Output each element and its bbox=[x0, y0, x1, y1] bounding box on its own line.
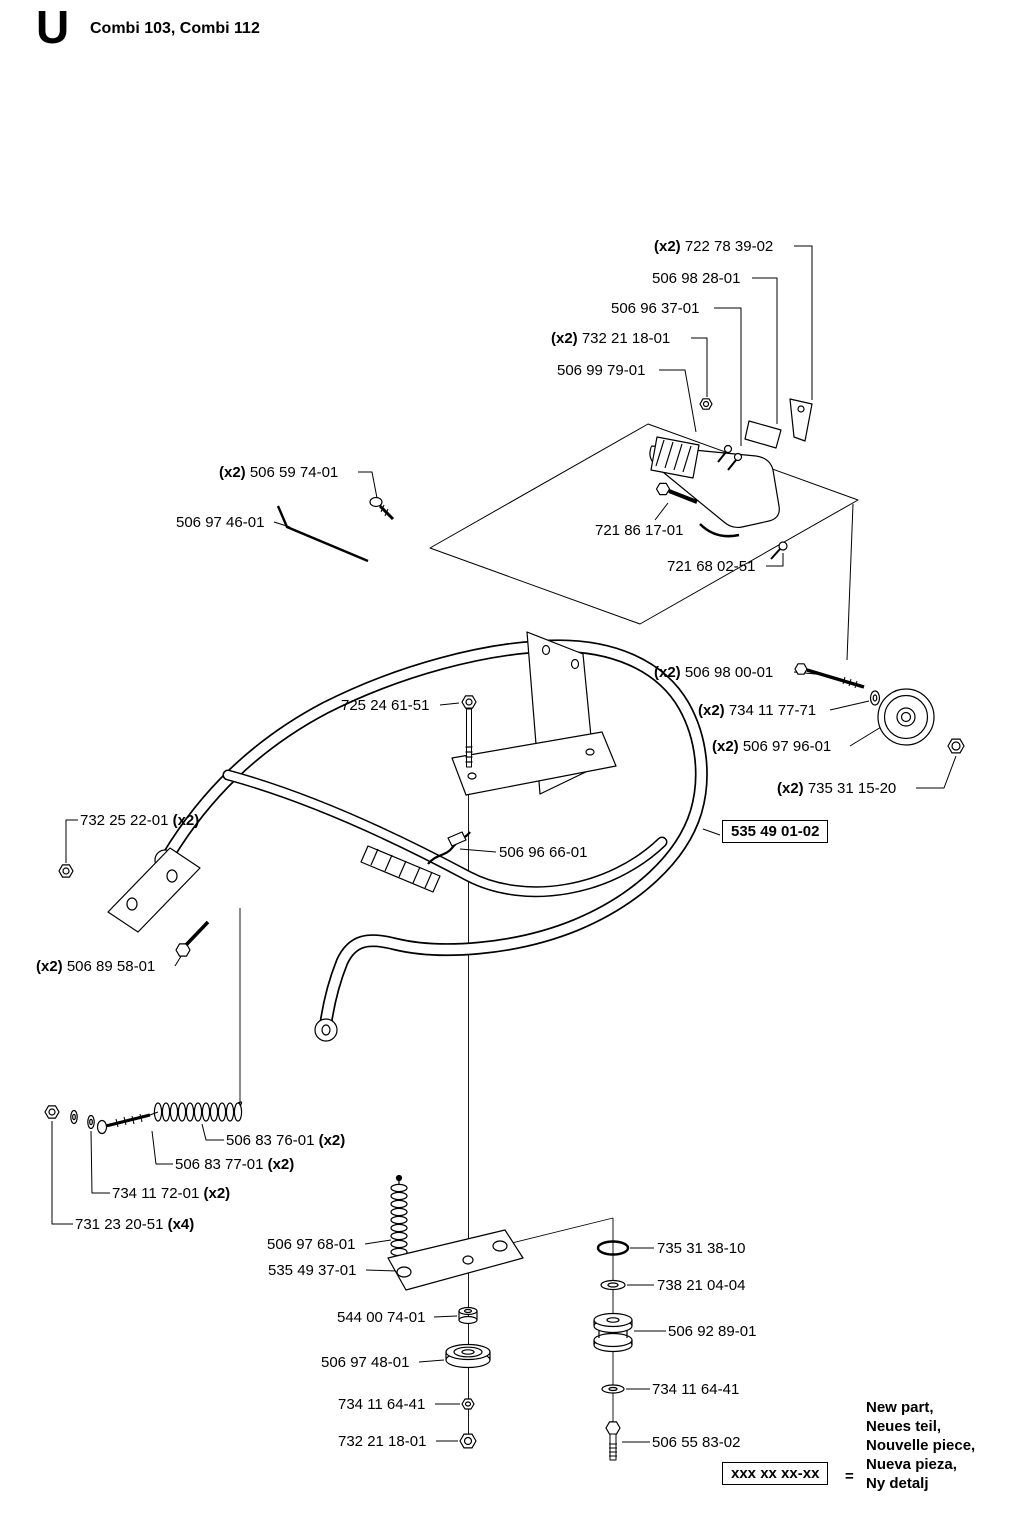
part-label-731-23-20-51: 731 23 20-51 (x4) bbox=[75, 1216, 195, 1233]
part-label-734-11-64-41-right: 734 11 64-41 bbox=[652, 1381, 740, 1398]
eye-bolt-506-83-77 bbox=[96, 1113, 151, 1135]
cable-clip-506-96-66 bbox=[427, 831, 471, 865]
part-label-506-83-76-01: 506 83 76-01 (x2) bbox=[226, 1132, 346, 1149]
handlebar bbox=[154, 639, 708, 1042]
nut-734-11-64-left bbox=[461, 1398, 475, 1410]
nut-735-31-15 bbox=[947, 738, 965, 754]
legend-placeholder-box: xxx xx xx-xx bbox=[722, 1462, 829, 1485]
screws-732-21-18 bbox=[717, 444, 743, 471]
part-label-506-55-83-02: 506 55 83-02 bbox=[652, 1434, 741, 1451]
part-label-506-99-79-01: 506 99 79-01 bbox=[557, 362, 646, 379]
screw-721-68-02 bbox=[770, 541, 788, 560]
part-label-732-25-22-01: 732 25 22-01 (x2) bbox=[80, 812, 200, 829]
part-label-506-83-77-01: 506 83 77-01 (x2) bbox=[175, 1156, 295, 1173]
nut-732-25-22 bbox=[58, 864, 74, 878]
legend-line-fr: Nouvelle piece, bbox=[866, 1437, 976, 1454]
part-label-506-96-66-01: 506 96 66-01 bbox=[499, 844, 588, 861]
washer-738-21-04 bbox=[600, 1279, 626, 1291]
part-label-506-89-58-01: (x2) 506 89 58-01 bbox=[36, 958, 156, 975]
part-label-738-21-04-04: 738 21 04-04 bbox=[657, 1277, 746, 1294]
part-label-544-00-74-01: 544 00 74-01 bbox=[337, 1309, 426, 1326]
part-label-732-21-18-01-bottom: 732 21 18-01 bbox=[338, 1433, 427, 1450]
bushing-544-00-74 bbox=[458, 1306, 478, 1325]
part-label-506-97-48-01: 506 97 48-01 bbox=[321, 1354, 410, 1371]
washers-734-11-72 bbox=[70, 1109, 95, 1130]
legend-line-de: Neues teil, bbox=[866, 1418, 942, 1435]
bolt-506-55-83 bbox=[605, 1421, 621, 1461]
throttle-rod-506-97-46 bbox=[276, 505, 369, 563]
spring-506-97-68 bbox=[390, 1174, 408, 1265]
part-label-506-97-96-01: (x2) 506 97 96-01 bbox=[712, 738, 832, 755]
legend-line-sv: Ny detalj bbox=[866, 1475, 929, 1492]
legend-equals: = bbox=[845, 1468, 854, 1485]
pulley-506-97-48 bbox=[445, 1343, 491, 1369]
screw-506-59-74 bbox=[369, 496, 395, 521]
part-label-722-78-39-02: (x2) 722 78 39-02 bbox=[654, 238, 774, 255]
lever-722-78-39 bbox=[789, 398, 813, 442]
bolt-721-86-17 bbox=[655, 482, 698, 504]
part-label-506-92-89-01: 506 92 89-01 bbox=[668, 1323, 757, 1340]
legend-line-en: New part, bbox=[866, 1399, 934, 1416]
part-label-734-11-64-41-left: 734 11 64-41 bbox=[338, 1396, 426, 1413]
tension-spring-assembly bbox=[44, 1101, 243, 1135]
legend-text: New part, Neues teil, Nouvelle piece, Nu… bbox=[866, 1398, 975, 1493]
nut-731-23-20 bbox=[44, 1105, 60, 1119]
spring-506-83-76 bbox=[149, 1101, 243, 1122]
hatched-panel bbox=[650, 436, 700, 479]
part-label-725-24-61-51: 725 24 61-51 bbox=[341, 697, 430, 714]
bolt-725-24-61 bbox=[461, 695, 477, 768]
ring-735-31-38 bbox=[596, 1240, 630, 1256]
idler-pulley-stack bbox=[593, 1240, 633, 1461]
leader-lines bbox=[51, 245, 957, 1443]
plate-506-98-28 bbox=[744, 420, 782, 449]
part-label-721-68-02-51: 721 68 02-51 bbox=[667, 558, 756, 575]
part-label-721-86-17-01: 721 86 17-01 bbox=[595, 522, 684, 539]
spool-506-92-89 bbox=[593, 1312, 633, 1353]
throttle-assembly bbox=[649, 398, 813, 560]
legend-line-es: Nueva pieza, bbox=[866, 1456, 957, 1473]
washer-734-11-77 bbox=[869, 690, 881, 706]
nut-506-99-79 bbox=[699, 398, 713, 410]
part-label-735-31-38-10: 735 31 38-10 bbox=[657, 1240, 746, 1257]
part-label-535-49-37-01: 535 49 37-01 bbox=[268, 1262, 357, 1279]
part-label-506-97-46-01: 506 97 46-01 bbox=[176, 514, 265, 531]
part-label-734-11-72-01: 734 11 72-01 (x2) bbox=[112, 1185, 231, 1202]
part-label-506-59-74-01: (x2) 506 59 74-01 bbox=[219, 464, 339, 481]
bolt-506-89-58 bbox=[175, 920, 210, 957]
part-label-735-31-15-20: (x2) 735 31 15-20 bbox=[777, 780, 897, 797]
part-label-506-98-00-01: (x2) 506 98 00-01 bbox=[654, 664, 774, 681]
part-label-734-11-77-71: (x2) 734 11 77-71 bbox=[698, 702, 817, 719]
page-title: Combi 103, Combi 112 bbox=[90, 20, 260, 37]
bracket-535-49-37 bbox=[387, 1229, 524, 1291]
assembly-ref-box: 535 49 01-02 bbox=[722, 820, 829, 843]
part-label-506-97-68-01: 506 97 68-01 bbox=[267, 1236, 356, 1253]
wheel-assembly bbox=[794, 663, 965, 754]
wheel-506-97-96 bbox=[877, 688, 935, 746]
grip-pad bbox=[360, 845, 441, 893]
nut-732-21-18-bottom bbox=[459, 1433, 477, 1449]
axle-bolt-506-98-00 bbox=[794, 663, 865, 689]
section-letter: U bbox=[36, 1, 70, 53]
part-label-506-96-37-01: 506 96 37-01 bbox=[611, 300, 700, 317]
left-arm-bracket bbox=[58, 847, 210, 957]
lower-bracket-assembly bbox=[387, 1174, 524, 1449]
part-label-732-21-18-01-top: (x2) 732 21 18-01 bbox=[551, 330, 671, 347]
washer-734-11-64-right bbox=[601, 1384, 625, 1394]
part-label-506-98-28-01: 506 98 28-01 bbox=[652, 270, 741, 287]
center-bracket bbox=[451, 631, 617, 796]
